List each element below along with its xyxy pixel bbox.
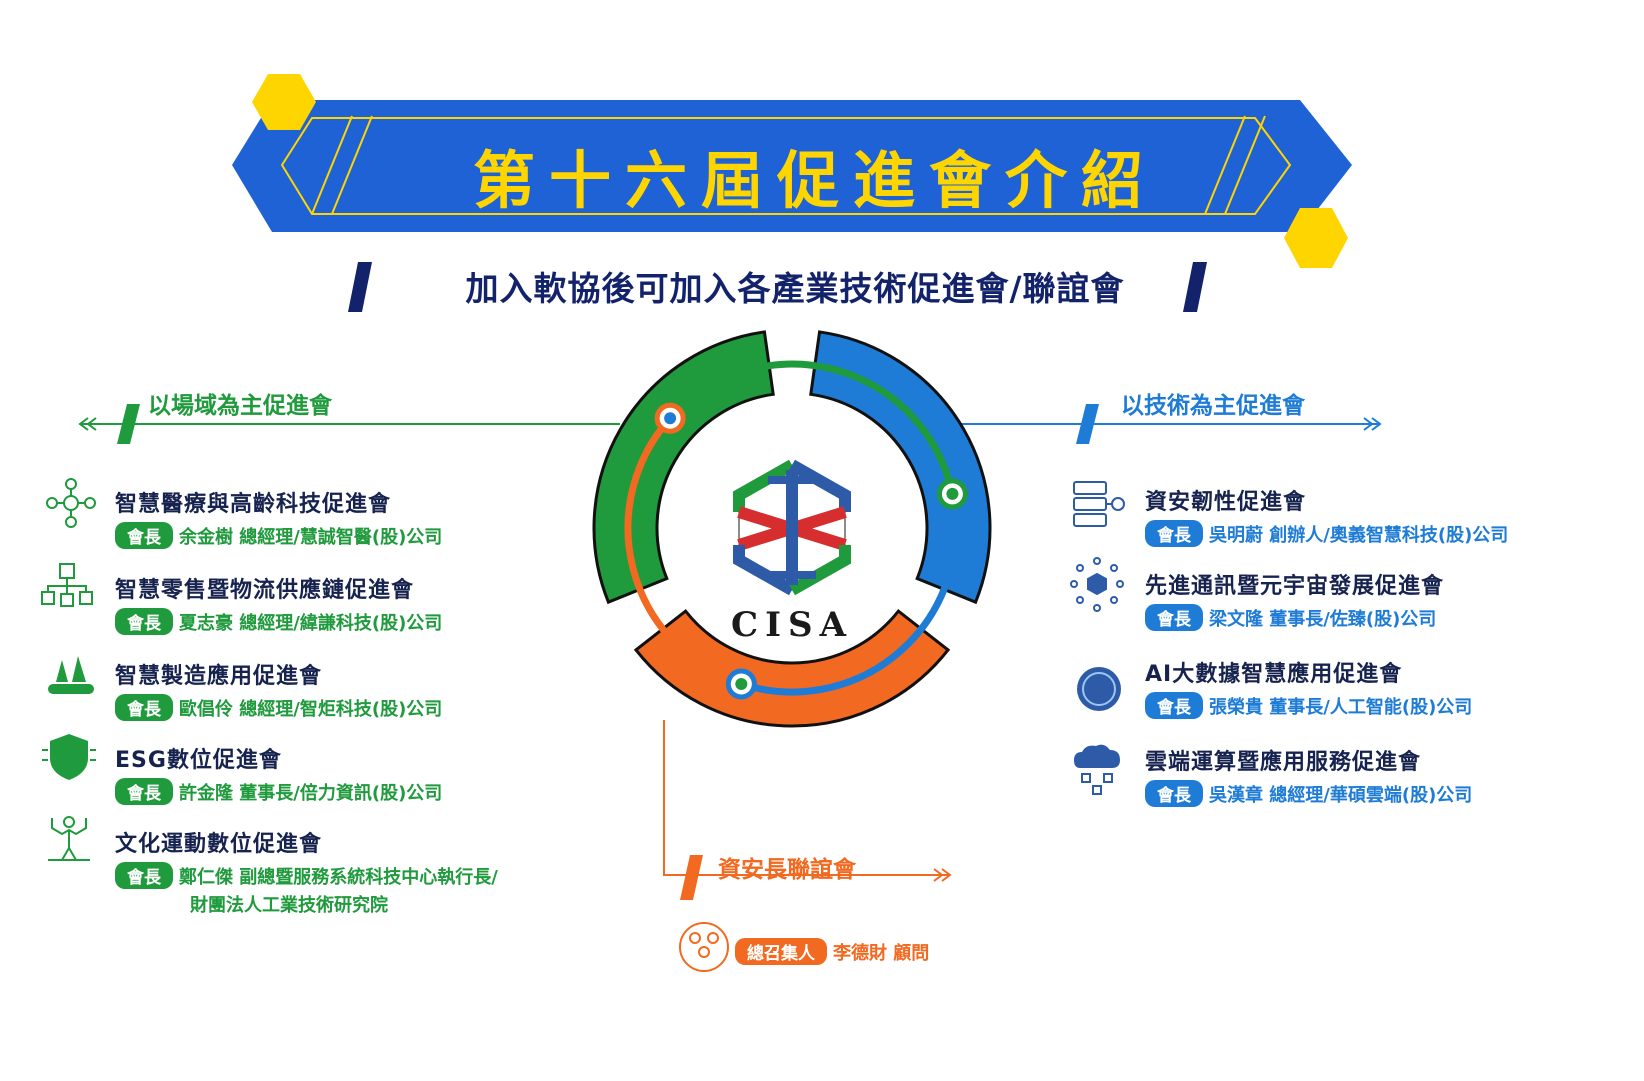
tech-section-label: 以技術為主促進會 <box>1121 393 1305 419</box>
committee-name: 智慧製造應用促進會 <box>115 664 323 689</box>
ai-globe-icon <box>1077 667 1121 711</box>
ciso-item: 總召集人李德財 顧問 <box>735 934 929 965</box>
committee-name: AI大數據智慧應用促進會 <box>1145 662 1403 687</box>
convener-badge: 總召集人 <box>735 938 827 965</box>
domain-item-1: 智慧零售暨物流供應鏈促進會 會長夏志豪 總經理/緯謙科技(股)公司 <box>115 572 442 635</box>
tech-item-3: 雲端運算暨應用服務促進會 會長吳漢章 總經理/華碩雲端(股)公司 <box>1145 744 1472 807</box>
committee-name: 智慧醫療與高齡科技促進會 <box>115 492 392 517</box>
chair-badge: 會長 <box>115 778 173 805</box>
tech-item-1: 先進通訊暨元宇宙發展促進會 會長梁文隆 董事長/佐臻(股)公司 <box>1145 568 1444 631</box>
chair-badge: 會長 <box>1145 604 1203 631</box>
cloud-computing-icon <box>1074 744 1120 795</box>
domain-item-4: 文化運動數位促進會 會長鄭仁傑 副總暨服務系統科技中心執行長/ 財團法人工業技術… <box>115 826 498 917</box>
smart-factory-icon <box>48 656 94 694</box>
inner-arc-green <box>663 360 956 495</box>
ciso-section-label: 資安長聯誼會 <box>718 857 856 883</box>
subtitle-slash-right <box>1183 262 1207 312</box>
retail-logistics-icon <box>41 563 93 607</box>
page-subtitle: 加入軟協後可加入各產業技術促進會/聯誼會 <box>465 269 1125 308</box>
committee-name: ESG數位促進會 <box>115 748 282 773</box>
chair-badge: 會長 <box>115 608 173 635</box>
chair-name: 夏志豪 總經理/緯謙科技(股)公司 <box>179 613 443 634</box>
committee-name: 資安韌性促進會 <box>1145 490 1307 515</box>
cisa-logo-text: CISA <box>731 605 853 645</box>
domain-item-2: 智慧製造應用促進會 會長歐倡伶 總經理/智炬科技(股)公司 <box>115 658 442 721</box>
cisa-logo-mark <box>733 459 851 596</box>
domain-item-3: ESG數位促進會 會長許金隆 董事長/倍力資訊(股)公司 <box>115 742 442 805</box>
inner-arc-blue <box>734 493 960 696</box>
healthcare-network-icon <box>46 478 96 528</box>
orange-connector <box>663 720 952 900</box>
chair-name-line2: 財團法人工業技術研究院 <box>190 895 388 916</box>
ring-segment-blue <box>809 330 992 605</box>
title-banner <box>232 74 1352 268</box>
ring-node-green-dot <box>664 412 677 425</box>
chair-name: 歐倡伶 總經理/智炬科技(股)公司 <box>179 699 443 720</box>
chair-badge: 會長 <box>1145 780 1203 807</box>
server-security-icon <box>1073 481 1125 527</box>
center-ring <box>592 330 992 728</box>
inner-arc-orange <box>624 415 738 686</box>
domain-item-0: 智慧醫療與高齡科技促進會 會長余金樹 總經理/慧誠智醫(股)公司 <box>115 486 442 549</box>
chair-name: 梁文隆 董事長/佐臻(股)公司 <box>1209 609 1437 630</box>
chair-name: 許金隆 董事長/倍力資訊(股)公司 <box>179 783 443 804</box>
subtitle-slash-left <box>348 262 372 312</box>
esg-shield-icon <box>42 734 96 780</box>
committee-name: 智慧零售暨物流供應鏈促進會 <box>115 578 415 603</box>
page-title: 第十六屆促進會介紹 <box>472 144 1157 217</box>
metaverse-network-icon <box>1070 557 1124 612</box>
chair-badge: 會長 <box>1145 520 1203 547</box>
ring-segment-orange <box>633 609 951 728</box>
chair-badge: 會長 <box>1145 692 1203 719</box>
ciso-group-icon <box>679 922 729 972</box>
culture-sports-icon <box>48 816 90 861</box>
chair-badge: 會長 <box>115 862 173 889</box>
committee-name: 文化運動數位促進會 <box>115 832 323 857</box>
convener-name: 李德財 顧問 <box>833 943 930 964</box>
chair-badge: 會長 <box>115 522 173 549</box>
ring-node-blue-dot <box>946 487 959 500</box>
chair-name: 余金樹 總經理/慧誠智醫(股)公司 <box>179 527 443 548</box>
ring-segment-green <box>592 330 775 605</box>
chair-name: 張榮貴 董事長/人工智能(股)公司 <box>1209 697 1473 718</box>
committee-name: 雲端運算暨應用服務促進會 <box>1145 750 1422 775</box>
tech-item-2: AI大數據智慧應用促進會 會長張榮貴 董事長/人工智能(股)公司 <box>1145 656 1472 719</box>
chair-name: 吳漢章 總經理/華碩雲端(股)公司 <box>1209 785 1473 806</box>
ring-node-orange-dot <box>735 677 748 690</box>
chair-badge: 會長 <box>115 694 173 721</box>
chair-name: 鄭仁傑 副總暨服務系統科技中心執行長/ <box>179 867 498 888</box>
hexagon-decoration-right <box>1284 208 1348 268</box>
committee-name: 先進通訊暨元宇宙發展促進會 <box>1145 574 1445 599</box>
tech-item-0: 資安韌性促進會 會長吳明蔚 創辦人/奧義智慧科技(股)公司 <box>1145 484 1508 547</box>
domain-section-label: 以場域為主促進會 <box>148 393 332 419</box>
chair-name: 吳明蔚 創辦人/奧義智慧科技(股)公司 <box>1209 525 1509 546</box>
hexagon-decoration-left <box>252 74 316 130</box>
blue-connector <box>940 404 1382 444</box>
green-connector <box>78 404 620 444</box>
